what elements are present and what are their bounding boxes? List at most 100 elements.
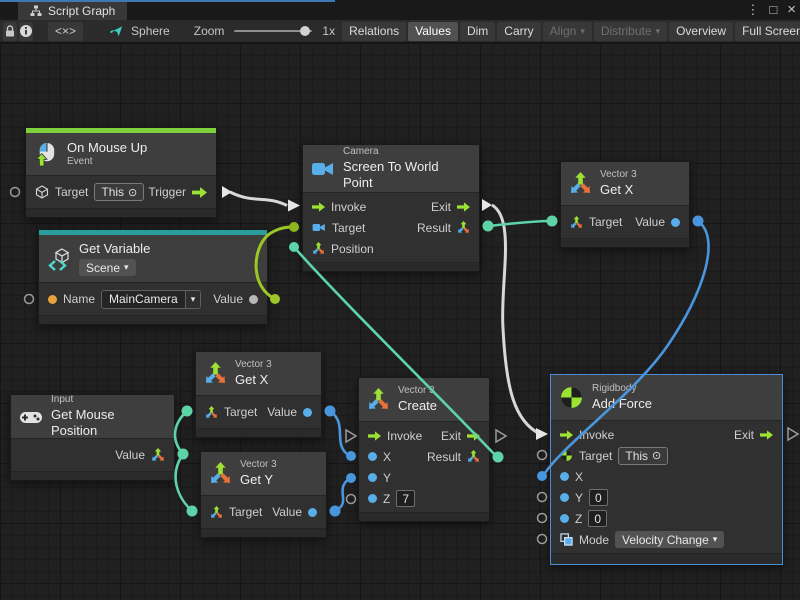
object-port-dot[interactable]	[249, 295, 258, 304]
port-add-force-x[interactable]	[537, 471, 547, 481]
port-gety-target[interactable]	[187, 506, 198, 517]
node-header[interactable]: On Mouse Up Event	[26, 133, 216, 176]
code-preview-button[interactable]: <×>	[48, 22, 83, 41]
chevron-down-icon: ▾	[656, 26, 661, 37]
node-header[interactable]: Camera Screen To World Point	[303, 145, 479, 193]
port-get-variable-name[interactable]	[25, 295, 34, 304]
toolbar-button-overview[interactable]: Overview	[669, 22, 733, 41]
port-add-force-y[interactable]	[538, 493, 547, 502]
toolbar-button-relations[interactable]: Relations	[342, 22, 406, 41]
lock-button[interactable]	[3, 22, 17, 41]
flow-in-port-add-force[interactable]	[536, 428, 548, 440]
node-get-x-top[interactable]: Vector 3 Get X Target Value	[560, 161, 690, 248]
graph-breadcrumb[interactable]: Sphere	[110, 24, 176, 39]
rigidbody-icon	[559, 385, 584, 410]
flow-out-port-add-force[interactable]	[788, 428, 798, 440]
port-on-mouse-up-target[interactable]	[11, 188, 20, 197]
port-camera-result[interactable]	[483, 221, 494, 232]
node-header[interactable]: Input Get Mouse Position	[11, 395, 174, 439]
force-mode-dropdown[interactable]: Velocity Change ▾	[615, 531, 724, 548]
object-picker-icon[interactable]: ⊙	[652, 449, 661, 462]
target-self-chip[interactable]: This ⊙	[618, 447, 668, 465]
node-header[interactable]: Get Variable Scene ▾	[39, 235, 267, 283]
port-label-value: Value	[272, 505, 302, 519]
variable-kind-dropdown[interactable]: Scene ▾	[79, 259, 136, 276]
float-port-dot[interactable]	[560, 514, 569, 523]
toolbar-button-distribute[interactable]: Distribute▾	[594, 22, 667, 41]
node-get-x-mid[interactable]: Vector 3 Get X Target Value	[195, 351, 322, 438]
flow-out-port-camera[interactable]	[482, 199, 492, 211]
node-header[interactable]: Rigidbody Add Force	[551, 375, 782, 421]
flow-in-port-camera[interactable]	[288, 200, 300, 212]
string-port-dot[interactable]	[48, 295, 57, 304]
zoom-slider-handle[interactable]	[300, 26, 310, 36]
toolbar-button-dim[interactable]: Dim	[460, 22, 495, 41]
tab-script-graph[interactable]: Script Graph	[18, 2, 127, 20]
node-kicker: Vector 3	[235, 359, 272, 372]
port-create-result[interactable]	[493, 452, 504, 463]
node-row: Z 0	[551, 508, 782, 529]
float-port-dot[interactable]	[308, 508, 317, 517]
close-icon[interactable]: ×	[787, 1, 796, 19]
port-camera-target[interactable]	[289, 222, 299, 232]
port-getx-mid-value[interactable]	[325, 406, 336, 417]
vector3-icon	[205, 406, 218, 419]
port-add-force-target[interactable]	[538, 451, 547, 460]
z-value-input[interactable]: 7	[396, 490, 415, 507]
float-port-dot[interactable]	[560, 493, 569, 502]
port-create-x[interactable]	[346, 451, 356, 461]
flow-in-port-create[interactable]	[346, 430, 356, 442]
float-port-dot[interactable]	[560, 472, 569, 481]
port-getx-mid-target[interactable]	[182, 406, 193, 417]
float-port-dot[interactable]	[671, 218, 680, 227]
flow-arrow-icon	[192, 187, 207, 198]
y-value-input[interactable]: 0	[589, 489, 608, 506]
port-getx-top-value[interactable]	[693, 216, 704, 227]
port-gety-value[interactable]	[330, 506, 341, 517]
node-header[interactable]: Vector 3 Get Y	[201, 452, 326, 496]
float-port-dot[interactable]	[368, 473, 377, 482]
float-port-dot[interactable]	[303, 408, 312, 417]
float-port-dot[interactable]	[368, 452, 377, 461]
float-port-dot[interactable]	[368, 494, 377, 503]
maximize-icon[interactable]: □	[769, 1, 777, 19]
node-header[interactable]: Vector 3 Get X	[196, 352, 321, 396]
port-create-y[interactable]	[346, 473, 356, 483]
node-get-y[interactable]: Vector 3 Get Y Target Value	[200, 451, 327, 538]
zoom-slider[interactable]	[234, 30, 312, 32]
port-create-z[interactable]	[347, 495, 356, 504]
port-label-value: Value	[267, 405, 297, 419]
flow-out-port-create[interactable]	[496, 430, 506, 442]
chevron-down-icon: ▾	[185, 291, 201, 308]
object-picker-icon[interactable]: ⊙	[128, 186, 137, 199]
target-self-chip[interactable]: This ⊙	[94, 183, 144, 201]
vector3-icon	[204, 362, 227, 385]
port-camera-position[interactable]	[289, 242, 299, 252]
node-header[interactable]: Vector 3 Create	[359, 378, 489, 422]
inspect-button[interactable]	[19, 22, 33, 41]
port-getx-top-target[interactable]	[547, 216, 558, 227]
zoom-slider-track[interactable]	[234, 30, 312, 32]
node-header[interactable]: Vector 3 Get X	[561, 162, 689, 206]
port-add-force-z[interactable]	[538, 514, 547, 523]
node-vector3-create[interactable]: Vector 3 Create Invoke Exit X	[358, 377, 490, 522]
flow-out-port-on-mouse-up[interactable]	[222, 186, 232, 198]
node-get-variable[interactable]: Get Variable Scene ▾ Name MainCamera ▾ V…	[38, 229, 268, 325]
node-get-mouse-position[interactable]: Input Get Mouse Position Value	[10, 394, 175, 481]
port-input-value[interactable]	[178, 449, 189, 460]
toolbar-button-carry[interactable]: Carry	[497, 22, 540, 41]
variable-name-dropdown[interactable]: MainCamera ▾	[101, 290, 201, 309]
graph-canvas[interactable]: On Mouse Up Event Target This ⊙ Trigger	[0, 43, 800, 600]
menu-icon[interactable]: ⋮	[746, 1, 759, 19]
port-get-variable-value[interactable]	[270, 294, 280, 304]
node-screen-to-world-point[interactable]: Camera Screen To World Point Invoke Exit…	[302, 144, 480, 272]
node-on-mouse-up[interactable]: On Mouse Up Event Target This ⊙ Trigger	[25, 127, 217, 218]
toolbar-button-values[interactable]: Values	[408, 22, 458, 41]
vector3-icon	[312, 242, 325, 255]
toolbar-button-fullscreen[interactable]: Full Screen	[735, 22, 800, 41]
mouse-up-icon	[34, 142, 59, 167]
toolbar-button-align[interactable]: Align▾	[543, 22, 592, 41]
z-value-input[interactable]: 0	[588, 510, 607, 527]
node-add-force[interactable]: Rigidbody Add Force Invoke Exit Target	[550, 374, 783, 565]
port-add-force-mode[interactable]	[538, 535, 547, 544]
